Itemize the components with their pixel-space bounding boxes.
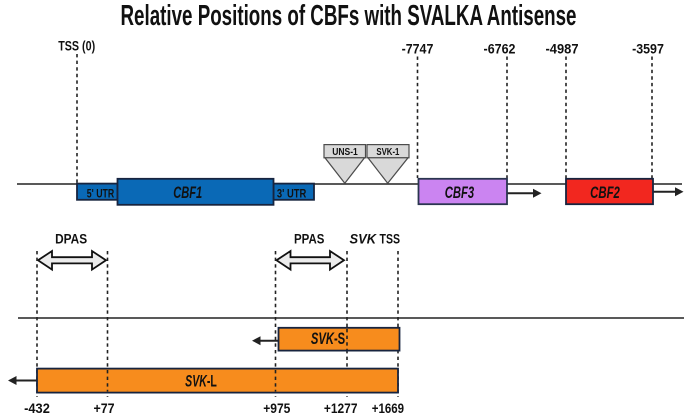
svg-text:+1277: +1277 — [324, 400, 358, 416]
svg-text:SVK: SVK — [350, 232, 378, 248]
svg-text:-4987: -4987 — [546, 40, 579, 56]
svg-text:SVK-1: SVK-1 — [376, 147, 399, 158]
svg-text:-3597: -3597 — [632, 40, 664, 56]
svg-text:+1669: +1669 — [372, 400, 404, 416]
svg-text:UNS-1: UNS-1 — [332, 147, 358, 158]
svg-text:TSS: TSS — [380, 232, 401, 248]
svg-text:SVK-L: SVK-L — [185, 371, 217, 390]
svg-text:CBF3: CBF3 — [445, 184, 474, 202]
svg-text:5' UTR: 5' UTR — [87, 187, 114, 201]
svg-text:3' UTR: 3' UTR — [277, 186, 306, 200]
svg-text:SVK-S: SVK-S — [311, 329, 345, 348]
svg-text:PPAS: PPAS — [294, 232, 324, 248]
svg-text:TSS (0): TSS (0) — [58, 37, 95, 53]
svg-text:DPAS: DPAS — [55, 232, 87, 248]
svg-text:-432: -432 — [24, 400, 50, 416]
svg-text:+77: +77 — [93, 400, 114, 416]
svg-text:+975: +975 — [263, 400, 290, 416]
svg-text:-6762: -6762 — [484, 40, 516, 56]
svg-text:-7747: -7747 — [402, 40, 434, 56]
svg-text:CBF2: CBF2 — [590, 184, 620, 202]
svg-text:Relative Positions of CBFs wit: Relative Positions of CBFs with SVALKA A… — [121, 0, 577, 32]
svg-text:CBF1: CBF1 — [173, 184, 202, 202]
